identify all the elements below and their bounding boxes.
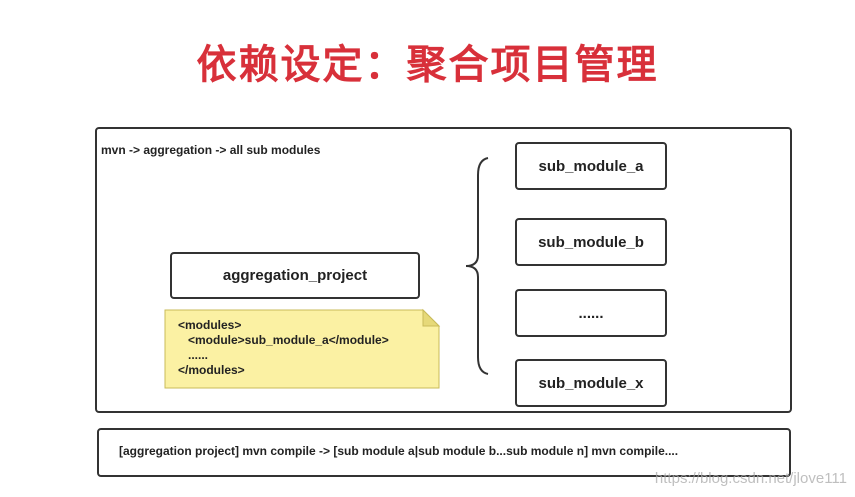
sub-module-label: ...... (578, 304, 604, 322)
sub-module-box: sub_module_a (515, 142, 667, 190)
aggregation-frame (95, 127, 792, 413)
page-title: 依赖设定：聚合项目管理 (196, 42, 659, 88)
note-line: <module>sub_module_a</module> (178, 333, 389, 347)
sub-module-label: sub_module_x (538, 374, 644, 392)
sub-module-box: sub_module_b (515, 218, 667, 266)
sub-module-label: sub_module_a (538, 157, 644, 175)
sub-module-label: sub_module_b (538, 233, 644, 251)
command-box (97, 428, 791, 477)
note-line: </modules> (178, 363, 245, 377)
sub-module-box: ...... (515, 289, 667, 337)
brace-connector (465, 157, 489, 375)
aggregation-project-box: aggregation_project (170, 252, 420, 299)
note-line: ...... (178, 348, 209, 362)
watermark: https://blog.csdn.net/jlove111 (654, 470, 847, 487)
note-shape (164, 308, 441, 389)
aggregation-project-label: aggregation_project (222, 267, 368, 284)
sub-module-box: sub_module_x (515, 359, 667, 407)
frame-caption: mvn -> aggregation -> all sub modules (101, 143, 321, 157)
note-line: <modules> (178, 318, 242, 332)
modules-note: <modules> <module>sub_module_a</module> … (178, 318, 389, 378)
command-text: [aggregation project] mvn compile -> [su… (119, 444, 679, 458)
